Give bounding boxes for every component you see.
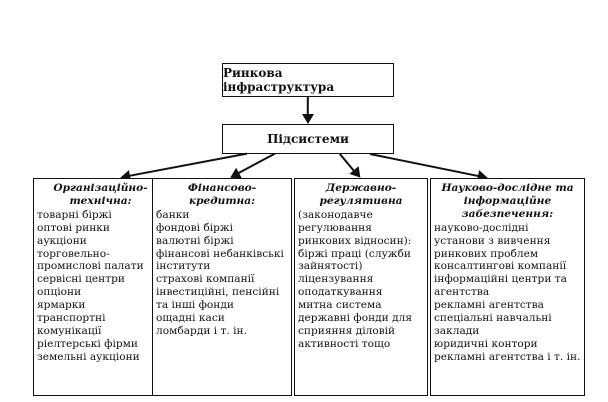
list-item: страхові компанії [156,273,255,286]
list-item: рекламні агентства і т. ін. [434,350,581,363]
column-title: Організаційно-технічна: [53,182,148,207]
list-item: спеціальні навчальні заклади [434,312,552,337]
column-title: Державно-регулятивна [319,182,403,207]
list-item: оптові ринки [37,221,110,234]
list-item: ріелтерські фірми [37,337,138,350]
list-item: ліцензування [298,273,374,286]
list-item: інвестиційні, пенсійні та інші фонди [156,286,280,312]
root-node: Ринкова інфраструктура [222,63,394,97]
list-item: інформаційні центри та агентства [434,273,567,299]
list-item: юридичні контори [434,337,538,350]
list-item: транспортні комунікації [37,312,106,337]
list-item: митна система [298,299,382,312]
list-item: валютні біржі [156,234,234,247]
column-note: (законодавче регулювання ринкових віднос… [298,208,412,247]
list-item: науково-дослідні установи з вивчення рин… [434,221,551,260]
root-node-title: Ринкова інфраструктура [223,66,335,94]
list-item: земельні аукціони [37,350,140,363]
list-item: консалтингові компанії [434,260,567,273]
list-item: сервісні центри [37,273,125,286]
list-item: фондові біржі [156,221,234,234]
subsystems-node: Підсистеми [222,124,394,154]
column-items: біржі праці (служби зайнятості)ліцензува… [298,248,424,351]
list-item: аукціони [37,234,87,247]
list-item: біржі праці (служби зайнятості) [298,247,411,273]
column-state-regulatory: Державно-регулятивна (законодавче регулю… [294,178,428,396]
list-item: рекламні агентства [434,299,544,312]
subsystems-to-col4-arrow-line [369,153,481,178]
list-item: оподаткування [298,286,383,299]
column-items: науково-дослідні установи з вивчення рин… [434,222,581,364]
root-to-subsystems-arrow-arrowhead [302,114,314,124]
column-research-information: Науково-дослідне та інформаційне забезпе… [430,178,585,396]
list-item: ломбарди і т. ін. [156,324,247,337]
list-item: фінансові небанківські інститути [156,247,284,273]
list-item: товарні біржі [37,208,112,221]
list-item: банки [156,208,190,221]
subsystems-to-col2-arrow-line [236,153,276,175]
list-item: торговельно-промислові палати [37,247,144,273]
column-title: Науково-дослідне та інформаційне забезпе… [441,182,574,220]
list-item: державні фонди для сприяння діловій акти… [298,312,413,350]
list-item: ощадні каси [156,312,225,325]
subsystems-node-title: Підсистеми [267,132,349,146]
column-title: Фінансово-кредитна: [187,182,257,207]
list-item: ярмарки [37,299,86,312]
list-item: опціони [37,286,82,299]
